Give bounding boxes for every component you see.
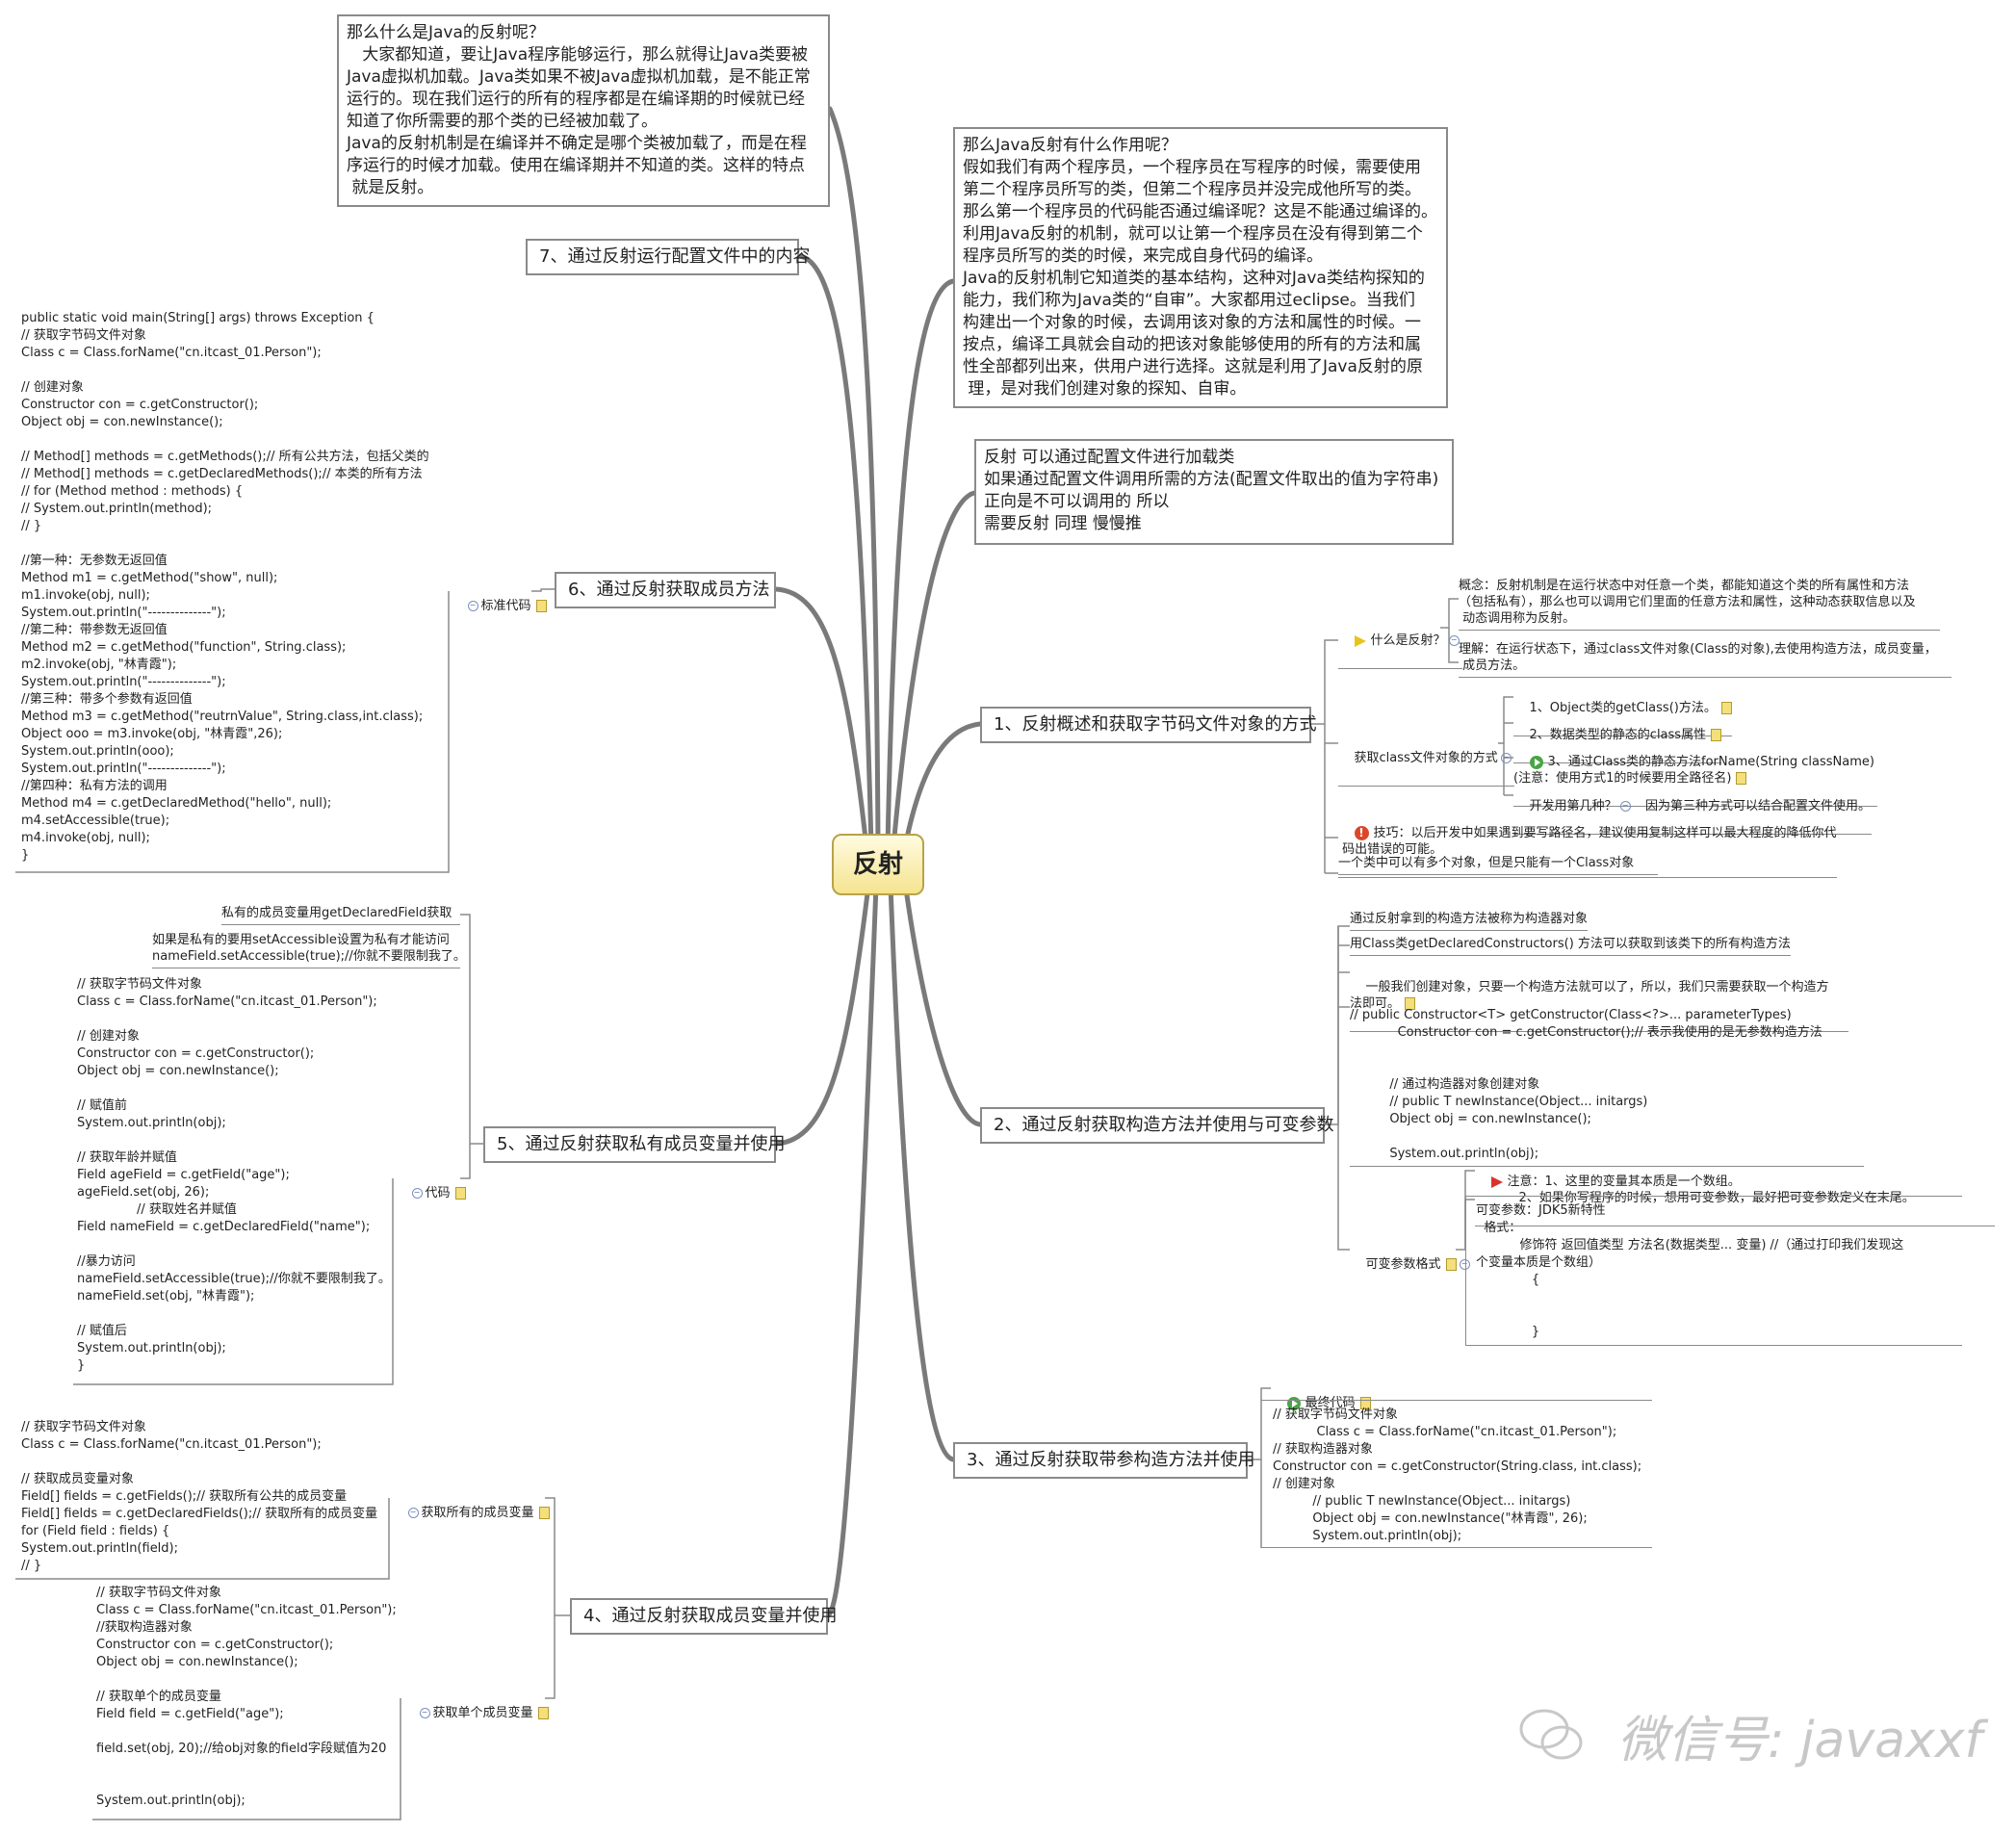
single-field-label: 获取单个成员变量 xyxy=(432,1706,533,1720)
single-field-code: // 获取字节码文件对象 Class c = Class.forName("cn… xyxy=(96,1586,397,1808)
what-is-reflection-label: 什么是反射？ xyxy=(1370,633,1446,648)
private-code-node[interactable]: −代码 xyxy=(393,1169,466,1218)
note-icon[interactable] xyxy=(537,1707,549,1719)
attention-text: 注意：1、这里的变量其本质是一个数组。 2、如果你写程序的时候，想用可变参数，最… xyxy=(1507,1175,1915,1205)
constructor-code: // public Constructor<T> getConstructor(… xyxy=(1350,1007,1864,1167)
varargs-box: 可变参数：JDK5新特性 格式： 修饰符 返回值类型 方法名(数据类型... 变… xyxy=(1465,1196,1962,1346)
collapse-toggle-icon[interactable]: − xyxy=(1448,635,1460,646)
wechat-icon xyxy=(1519,1709,1583,1760)
way-2-label: 2、数据类型的静态的class属性 xyxy=(1529,728,1707,742)
topic-1-reflection-overview[interactable]: 1、反射概述和获取字节码文件对象的方式 xyxy=(980,707,1316,743)
note-icon[interactable] xyxy=(1736,772,1747,785)
way-2: 2、数据类型的静态的class属性 xyxy=(1513,710,1722,763)
red-flag-icon xyxy=(1490,1175,1503,1188)
topic-3-param-constructor[interactable]: 3、通过反射获取带参构造方法并使用 xyxy=(953,1442,1254,1479)
one-constructor-text: 一般我们创建对象，只要一个构造方法就可以了，所以，我们只需要获取一个构造方 法即… xyxy=(1350,963,1848,1032)
way-3-label: 3、通过Class类的静态方法forName(String className)… xyxy=(1513,755,1874,786)
attention-node: 注意：1、这里的变量其本质是一个数组。 2、如果你写程序的时候，想用可变参数，最… xyxy=(1475,1157,1995,1226)
param-constructor-code: // 获取字节码文件对象 Class c = Class.forName("cn… xyxy=(1261,1400,1652,1548)
topic-2-constructors-varargs[interactable]: 2、通过反射获取构造方法并使用与可变参数 xyxy=(980,1107,1333,1144)
collapse-toggle-icon[interactable]: − xyxy=(411,1188,423,1199)
link-t5 xyxy=(773,883,871,1147)
varargs-format-label: 可变参数格式 xyxy=(1365,1257,1441,1272)
note-icon[interactable] xyxy=(1405,997,1416,1010)
way-1-label: 1、Object类的getClass()方法。 xyxy=(1529,701,1717,715)
collapse-toggle-icon[interactable]: − xyxy=(467,601,478,611)
link-note-what-is xyxy=(827,106,881,850)
link-t2 xyxy=(902,879,983,1127)
way-1: 1、Object类的getClass()方法。 xyxy=(1513,684,1732,736)
private-code-label: 代码 xyxy=(425,1186,451,1200)
play-icon xyxy=(1529,755,1543,769)
all-fields-label: 获取所有的成员变量 xyxy=(421,1506,534,1520)
link-note-what-for xyxy=(885,278,956,850)
note-what-is-reflection[interactable]: 那么什么是Java的反射呢？ 大家都知道，要让Java程序能够运行，那么就得让J… xyxy=(337,14,830,207)
collapse-toggle-icon[interactable]: − xyxy=(1500,753,1512,763)
private-field-note: 私有的成员变量用getDeclaredField获取 xyxy=(221,905,460,925)
note-icon[interactable] xyxy=(1711,729,1722,741)
link-t4 xyxy=(825,883,879,1618)
note-reflection-purpose[interactable]: 那么Java反射有什么作用呢？ 假如我们有两个程序员，一个程序员在写程序的时候，… xyxy=(953,127,1448,408)
dev-choice-answer: 因为第三种方式可以结合配置文件使用。 xyxy=(1644,799,1871,813)
way-3: 3、通过Class类的静态方法forName(String className)… xyxy=(1513,737,1877,807)
get-class-ways-node[interactable]: 获取class文件对象的方式− xyxy=(1338,734,1514,787)
one-class-object-text: 一个类中可以有多个对象，但是只能有一个Class对象 xyxy=(1338,855,1658,875)
collapse-toggle-icon[interactable]: − xyxy=(1619,801,1631,812)
one-constructor-label: 一般我们创建对象，只要一个构造方法就可以了，所以，我们只需要获取一个构造方 法即… xyxy=(1350,980,1829,1011)
understand-text: 理解：在运行状态下，通过class文件对象(Class的对象),去使用构造方法，… xyxy=(1459,641,1951,678)
what-is-reflection-node[interactable]: 什么是反射？− xyxy=(1338,616,1462,669)
link-t6 xyxy=(773,586,869,850)
link-t1 xyxy=(902,721,983,850)
methods-code: public static void main(String[] args) t… xyxy=(21,311,429,863)
accessible-note: 如果是私有的要用setAccessible设置为私有才能访问 nameField… xyxy=(152,932,466,968)
note-icon[interactable] xyxy=(1445,1258,1457,1271)
topic-4-fields[interactable]: 4、通过反射获取成员变量并使用 xyxy=(570,1598,837,1635)
note-icon[interactable] xyxy=(1359,1397,1371,1409)
dev-choice-question: 开发用第几种？ xyxy=(1529,799,1617,813)
link-note-config xyxy=(891,490,977,850)
note-icon[interactable] xyxy=(454,1187,466,1200)
note-icon[interactable] xyxy=(535,600,547,612)
private-field-code: // 获取字节码文件对象 Class c = Class.forName("cn… xyxy=(77,977,391,1373)
varargs-format-node[interactable]: 可变参数格式 − xyxy=(1350,1240,1473,1289)
flag-icon xyxy=(1354,634,1366,647)
tip-node: !技巧：以后开发中如果遇到要写路径名，建议使用复制这样可以最大程度的降低你代 码… xyxy=(1338,809,1837,878)
get-class-ways-label: 获取class文件对象的方式 xyxy=(1354,751,1498,765)
note-icon[interactable] xyxy=(538,1507,550,1519)
collapse-toggle-icon[interactable]: − xyxy=(419,1708,430,1718)
topic-6-methods[interactable]: 6、通过反射获取成员方法 xyxy=(555,572,776,608)
note-icon[interactable] xyxy=(1720,702,1732,714)
collapse-toggle-icon[interactable]: − xyxy=(407,1508,419,1518)
link-t7 xyxy=(796,253,874,850)
single-field-node[interactable]: −获取单个成员变量 xyxy=(401,1689,549,1738)
final-code-node[interactable]: 最终代码 xyxy=(1271,1379,1371,1428)
dev-choice-node: 开发用第几种？− 因为第三种方式可以结合配置文件使用。 xyxy=(1513,782,1872,835)
concept-text: 概念：反射机制是在运行状态中对任意一个类，都能知道这个类的所有属性和方法 （包括… xyxy=(1459,578,1940,631)
warning-icon: ! xyxy=(1354,826,1369,840)
standard-code-node[interactable]: −标准代码 xyxy=(449,581,547,631)
declared-constructors-text: 用Class类getDeclaredConstructors() 方法可以获取到… xyxy=(1350,936,1791,956)
link-t3 xyxy=(888,883,956,1462)
watermark-text: 微信号: javaxxf xyxy=(1617,1712,1982,1769)
all-fields-code: // 获取字节码文件对象 Class c = Class.forName("cn… xyxy=(21,1420,378,1573)
topic-5-private-fields[interactable]: 5、通过反射获取私有成员变量并使用 xyxy=(483,1126,785,1163)
all-fields-node[interactable]: −获取所有的成员变量 xyxy=(389,1488,550,1537)
constructor-object-text: 通过反射拿到的构造方法被称为构造器对象 xyxy=(1350,911,1589,931)
topic-7-config-run[interactable]: 7、通过反射运行配置文件中的内容 xyxy=(526,239,810,275)
note-config-loading[interactable]: 反射 可以通过配置文件进行加载类 如果通过配置文件调用所需的方法(配置文件取出的… xyxy=(974,439,1454,545)
collapse-toggle-icon[interactable]: − xyxy=(1459,1259,1470,1270)
tip-text: 技巧：以后开发中如果遇到要写路径名，建议使用复制这样可以最大程度的降低你代 码出… xyxy=(1342,826,1837,857)
final-code-label: 最终代码 xyxy=(1305,1396,1356,1410)
standard-code-label: 标准代码 xyxy=(480,599,531,613)
center-topic[interactable]: 反射 xyxy=(832,834,924,895)
